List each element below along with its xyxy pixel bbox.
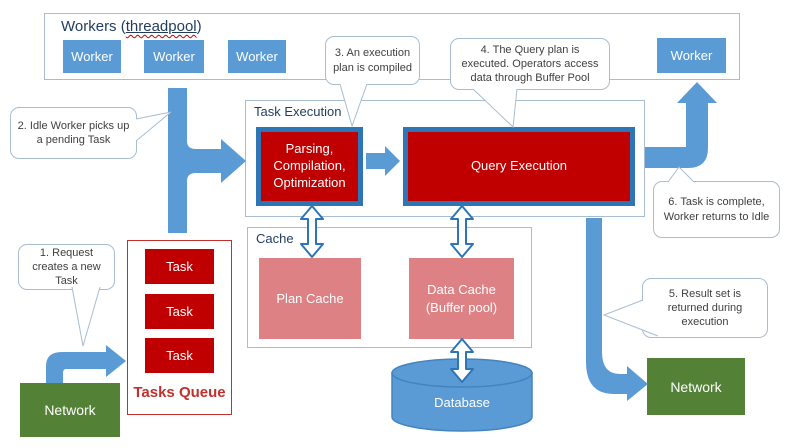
- callout-6-task-complete: 6. Task is complete, Worker returns to I…: [653, 181, 780, 238]
- query-execution-box: Query Execution: [403, 127, 635, 206]
- worker-box-3: Worker: [228, 40, 286, 73]
- workers-pool-title-suffix: ): [196, 18, 202, 35]
- result-set-arrow: [586, 218, 648, 401]
- task-box-2: Task: [145, 294, 214, 329]
- worker-task-merge-arrow: [168, 88, 246, 233]
- callout-2-idle-worker-picks-task: 2. Idle Worker picks up a pending Task: [10, 107, 137, 159]
- worker-box-idle: Worker: [657, 38, 726, 73]
- task-box-3: Task: [145, 338, 214, 373]
- data-cache-line-1: Data Cache: [427, 281, 496, 297]
- return-to-idle-arrow: [645, 82, 717, 168]
- parsing-line-2: Compilation,: [273, 158, 346, 174]
- workers-pool-title-word: threadpool: [125, 18, 197, 35]
- network-out-box: Network: [647, 358, 745, 415]
- task-execution-title: Task Execution: [254, 104, 342, 119]
- data-cache-box: Data Cache (Buffer pool): [409, 258, 514, 339]
- workers-pool-title-prefix: Workers (: [61, 18, 126, 35]
- workers-pool-box: Workers (threadpool) Worker Worker Worke…: [44, 13, 740, 80]
- data-cache-line-2: (Buffer pool): [425, 299, 498, 315]
- callout-1-request-creates-task: 1. Request creates a new Task: [18, 244, 115, 290]
- network-in-box: Network: [20, 383, 120, 437]
- parsing-line-3: Optimization: [273, 174, 346, 190]
- worker-box-2: Worker: [144, 40, 204, 73]
- tasks-queue-title: Tasks Queue: [133, 384, 226, 401]
- worker-box-1: Worker: [63, 40, 121, 73]
- callout-2-tail: [135, 111, 172, 142]
- parsing-compilation-box: Parsing, Compilation, Optimization: [256, 127, 363, 206]
- callout-5-result-set-returned: 5. Result set is returned during executi…: [642, 278, 768, 338]
- workers-pool-title: Workers (threadpool): [61, 18, 202, 35]
- threadpool-underline: threadpool: [126, 18, 197, 35]
- plan-cache-box: Plan Cache: [259, 258, 361, 339]
- database-label: Database: [434, 395, 490, 410]
- callout-3-execution-plan-compiled: 3. An execution plan is compiled: [325, 36, 420, 85]
- cache-box: Cache Plan Cache Data Cache (Buffer pool…: [247, 227, 532, 348]
- callout-6-tail: [667, 166, 695, 183]
- task-box-1: Task: [145, 249, 214, 284]
- database-cylinder-top: [391, 358, 533, 388]
- callout-4-query-plan-executed: 4. The Query plan is executed. Operators…: [450, 38, 610, 90]
- callout-1-tail: [71, 286, 101, 347]
- task-execution-box: Task Execution Parsing, Compilation, Opt…: [245, 100, 645, 217]
- tasks-queue-box: Task Task Task Tasks Queue: [127, 240, 232, 415]
- cache-title: Cache: [256, 231, 294, 246]
- request-to-queue-arrow: [46, 345, 126, 383]
- parsing-line-1: Parsing,: [285, 141, 334, 157]
